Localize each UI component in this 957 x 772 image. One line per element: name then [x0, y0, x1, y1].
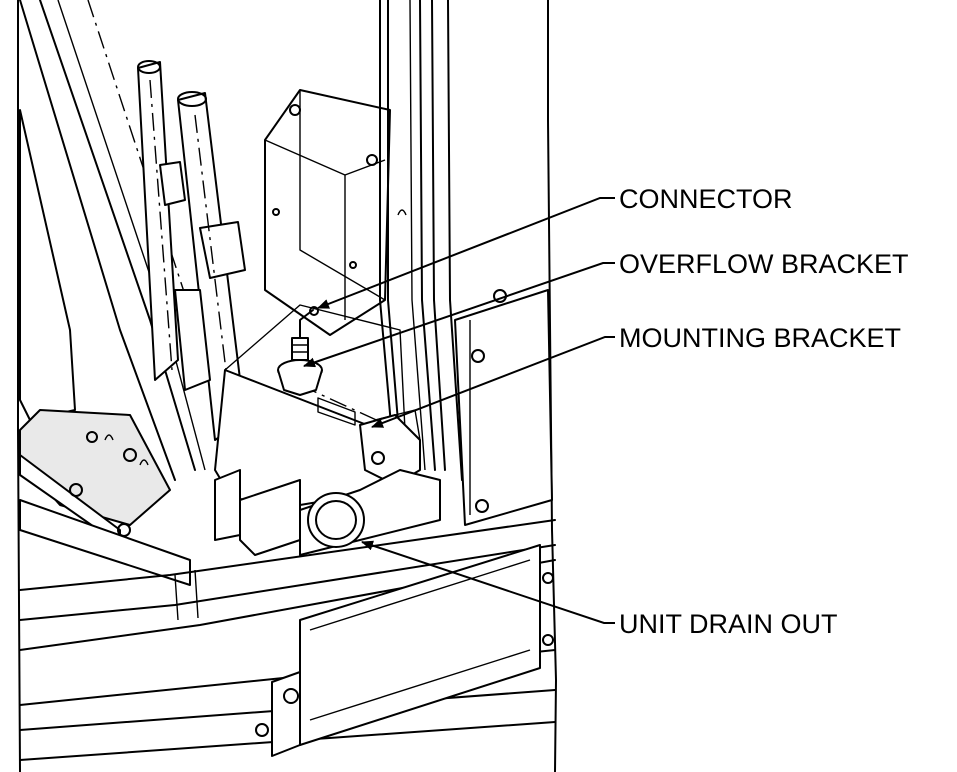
overflow-bracket-label: OVERFLOW BRACKET: [619, 249, 909, 279]
mounting-bracket-leader: [371, 336, 615, 428]
unit-cabinet-illustration: [17, 0, 557, 772]
callout-labels: CONNECTOR OVERFLOW BRACKET MOUNTING BRAC…: [619, 184, 909, 639]
connector-leader: [317, 197, 615, 309]
connector-label: CONNECTOR: [619, 184, 793, 214]
mounting-bracket-label: MOUNTING BRACKET: [619, 323, 901, 353]
unit-drain-out-label: UNIT DRAIN OUT: [619, 609, 838, 639]
overflow-bracket-leader: [303, 262, 615, 368]
callout-leaders: [303, 197, 615, 624]
unit-drain-out-leader: [361, 540, 615, 624]
